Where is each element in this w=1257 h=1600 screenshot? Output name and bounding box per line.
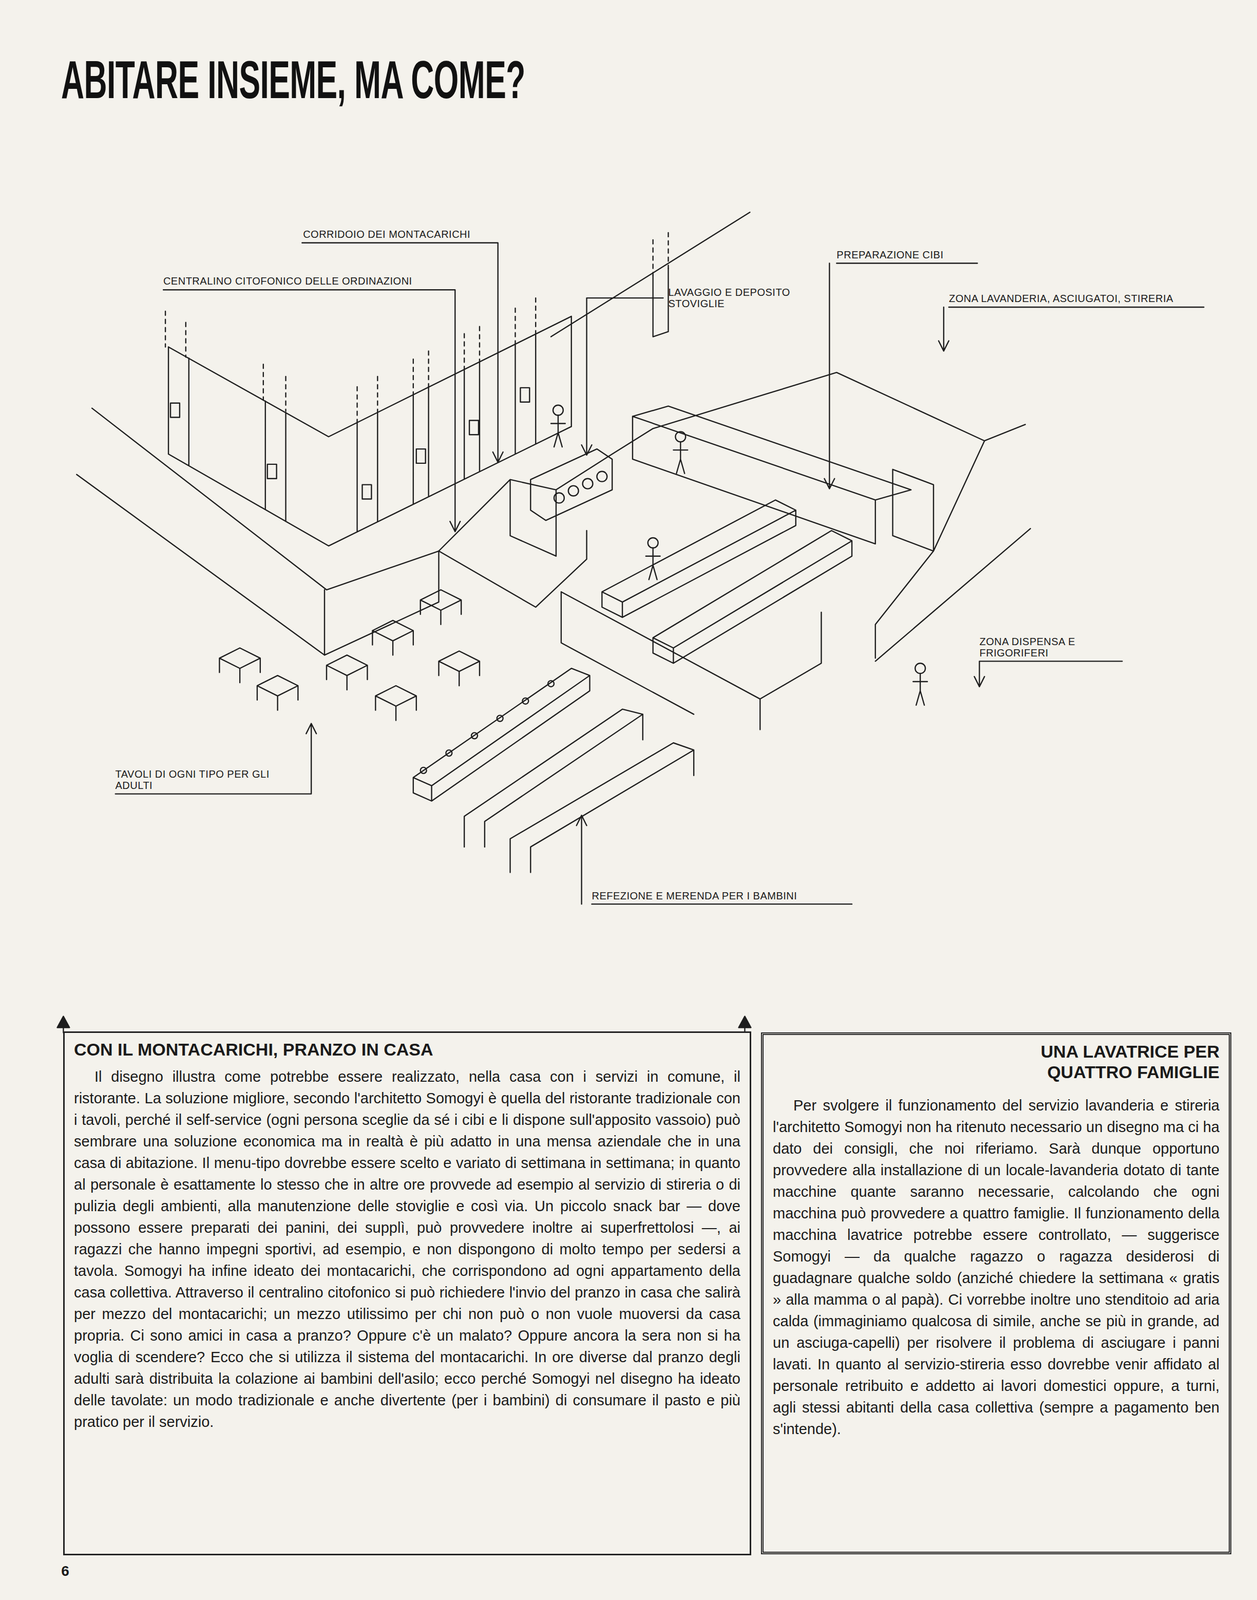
- figure-body: [673, 441, 688, 474]
- box-arrowheads: [57, 1016, 752, 1028]
- callout-label: CORRIDOIO DEI MONTACARICHI: [302, 228, 471, 240]
- drawing-lines: [57, 212, 1205, 1033]
- callout-label: ZONA DISPENSA E FRIGORIFERI: [979, 635, 1083, 659]
- callout-label: PREPARAZIONE CIBI: [836, 249, 944, 261]
- figure-body: [645, 547, 661, 580]
- callout-label: ZONA LAVANDERIA, ASCIUGATOI, STIRERIA: [948, 292, 1174, 304]
- adult-table: [420, 589, 462, 625]
- adult-table: [372, 620, 413, 656]
- page-number: 6: [61, 1563, 70, 1579]
- place-setting: [522, 697, 529, 704]
- box-heading: UNA LAVATRICE PER QUATTRO FAMIGLIE: [998, 1040, 1220, 1082]
- adult-table: [438, 650, 480, 686]
- washing-machine: [568, 485, 579, 497]
- washing-machines: [530, 448, 613, 521]
- callout-label: LAVAGGIO E DEPOSITO STOVIGLIE: [668, 286, 812, 310]
- place-setting: [497, 715, 504, 722]
- callout-label: CENTRALINO CITOFONICO DELLE ORDINAZIONI: [163, 275, 413, 287]
- callout-label: REFEZIONE E MERENDA PER I BAMBINI: [591, 889, 797, 902]
- adult-table: [375, 685, 416, 721]
- figure-head: [648, 537, 659, 548]
- place-setting: [445, 749, 452, 756]
- box-body: Il disegno illustra come potrebbe essere…: [73, 1065, 741, 1433]
- ground-lines: [76, 268, 669, 655]
- figure-head: [553, 405, 564, 416]
- washing-machine: [582, 478, 594, 489]
- building-facade: [168, 212, 750, 546]
- text-box: CON IL MONTACARICHI, PRANZO IN CASA Il di…: [63, 1031, 752, 1555]
- callout-label: TAVOLI DI OGNI TIPO PER GLI ADULTI: [115, 768, 275, 791]
- adult-table: [219, 647, 260, 683]
- washing-machine: [554, 492, 565, 504]
- figure-body: [550, 415, 566, 448]
- adult-table: [257, 675, 298, 711]
- figure-head: [915, 662, 926, 674]
- figure-body: [912, 673, 928, 706]
- box-heading: CON IL MONTACARICHI, PRANZO IN CASA: [73, 1038, 741, 1060]
- box-arrows: [63, 1020, 745, 1033]
- kitchen-walls: [438, 372, 1031, 661]
- text-box: UNA LAVATRICE PER QUATTRO FAMIGLIE Per sv…: [760, 1032, 1232, 1554]
- adult-table: [326, 654, 368, 690]
- children-tables: [413, 668, 694, 872]
- box-body: Per svolgere il funzionamento del serviz…: [772, 1094, 1220, 1440]
- place-setting: [471, 732, 478, 739]
- windows: [170, 387, 530, 500]
- figure-head: [675, 431, 686, 442]
- upper-floor-dashes: [165, 232, 669, 423]
- place-setting: [420, 767, 427, 774]
- leader-lines: [115, 242, 1205, 904]
- washing-machine: [596, 471, 607, 482]
- place-setting: [547, 680, 555, 687]
- furniture-figures: [219, 405, 928, 774]
- page-title: ABITARE INSIEME, MA COME?: [61, 52, 526, 107]
- cooking-islands: [561, 499, 852, 730]
